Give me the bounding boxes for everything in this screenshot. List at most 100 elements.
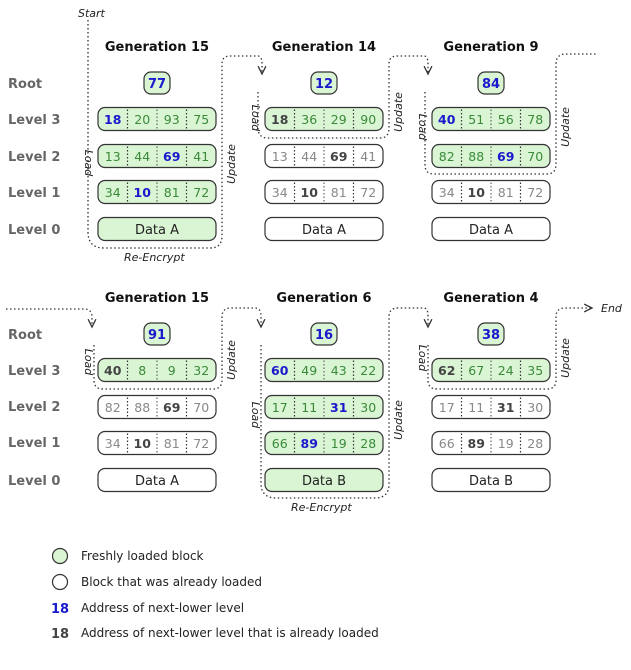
legend-addr-old-symbol: 18 (51, 627, 69, 642)
load-label: Load (249, 105, 262, 133)
row-label-root: Root (8, 328, 42, 343)
root-address: 91 (148, 328, 166, 343)
root-address: 77 (148, 77, 166, 92)
block-cell: 72 (527, 185, 543, 200)
data-block (264, 216, 384, 242)
load-label: Load (416, 114, 429, 142)
row-label-level-3: Level 3 (8, 113, 60, 128)
data-block-label: Data A (135, 223, 179, 238)
row-label-level-2: Level 2 (8, 150, 60, 165)
block-cell: 78 (527, 112, 543, 127)
block-cell: 89 (301, 436, 318, 451)
data-block (264, 467, 384, 493)
block-cell: 82 (439, 149, 455, 164)
block-cell: 44 (301, 149, 317, 164)
block-cell: 69 (163, 400, 180, 415)
generation-title: Generation 15 (105, 40, 209, 55)
root-node (477, 322, 505, 346)
block-cell: 31 (497, 400, 514, 415)
root-address: 16 (315, 328, 333, 343)
block-cell: 10 (134, 185, 152, 200)
update-label: Update (392, 400, 405, 440)
data-block (431, 467, 551, 493)
block-cell: 72 (193, 185, 209, 200)
block-cell: 11 (301, 400, 317, 415)
annotations: Start End Re-Encrypt Re-Encrypt Load Loa… (78, 7, 623, 514)
row-labels-top: Root Level 3 Level 2 Level 1 Level 0 (8, 77, 60, 238)
reencrypt-label-top: Re-Encrypt (124, 251, 185, 264)
reencrypt-label-bottom: Re-Encrypt (291, 501, 352, 514)
block-cell: 30 (527, 400, 543, 415)
block-cell: 40 (438, 112, 456, 127)
block-cell: 18 (271, 112, 288, 127)
block-cell: 28 (360, 436, 376, 451)
block-cell: 81 (331, 185, 347, 200)
block-cell: 60 (271, 363, 289, 378)
block-cell: 11 (468, 400, 484, 415)
block-cell: 17 (439, 400, 455, 415)
update-label: Update (225, 144, 238, 184)
start-label: Start (78, 7, 106, 20)
flow-paths (6, 20, 598, 499)
legend: Freshly loaded block Block that was alre… (51, 547, 379, 642)
block-cell: 81 (164, 436, 180, 451)
legend-loaded-block-icon (51, 573, 69, 591)
block-cell: 69 (330, 149, 347, 164)
load-label: Load (82, 349, 95, 377)
block-cell: 19 (498, 436, 514, 451)
block-cell: 43 (331, 363, 347, 378)
block-cell: 93 (164, 112, 180, 127)
block-cell: 32 (193, 363, 209, 378)
block-cell: 28 (527, 436, 543, 451)
block-cell: 70 (527, 149, 543, 164)
block-cell: 8 (138, 363, 146, 378)
data-block (97, 216, 217, 242)
update-label: Update (225, 340, 238, 380)
generation-title: Generation 9 (443, 40, 538, 55)
root-node (310, 322, 338, 346)
block-cell: 17 (272, 400, 288, 415)
block-cell: 10 (134, 436, 152, 451)
data-block-label: Data B (469, 474, 513, 489)
block-cell: 34 (439, 185, 455, 200)
legend-fresh-block-text: Freshly loaded block (81, 549, 204, 563)
block-cell: 67 (468, 363, 484, 378)
data-block-label: Data B (302, 474, 346, 489)
block-cell: 72 (193, 436, 209, 451)
block-cell: 20 (134, 112, 150, 127)
block-cell: 89 (468, 436, 485, 451)
legend-addr-old-text: Address of next-lower level that is alre… (81, 626, 379, 640)
block-cell: 69 (497, 149, 514, 164)
root-node (477, 71, 505, 95)
row-label-level-2: Level 2 (8, 400, 60, 415)
row-label-level-1: Level 1 (8, 186, 60, 201)
data-block-label: Data A (302, 223, 346, 238)
block-cell: 9 (168, 363, 176, 378)
legend-addr-new-text: Address of next-lower level (81, 601, 244, 615)
load-label: Load (249, 402, 262, 430)
row-label-level-1: Level 1 (8, 436, 60, 451)
block-cell: 44 (134, 149, 150, 164)
row-labels-bottom: Root Level 3 Level 2 Level 1 Level 0 (8, 328, 60, 489)
root-node (143, 322, 171, 346)
block-cell: 40 (104, 363, 122, 378)
block-cell: 41 (193, 149, 209, 164)
block-cell: 81 (498, 185, 514, 200)
block-cell: 70 (193, 400, 209, 415)
data-block-label: Data A (135, 474, 179, 489)
row-label-level-3: Level 3 (8, 364, 60, 379)
block-cell: 51 (468, 112, 484, 127)
block-cell: 49 (301, 363, 317, 378)
legend-addr-new-symbol: 18 (51, 602, 69, 617)
block-cell: 34 (272, 185, 288, 200)
block-cell: 72 (360, 185, 376, 200)
block-cell: 10 (301, 185, 319, 200)
block-cell: 88 (134, 400, 150, 415)
legend-fresh-block-icon (51, 547, 69, 565)
